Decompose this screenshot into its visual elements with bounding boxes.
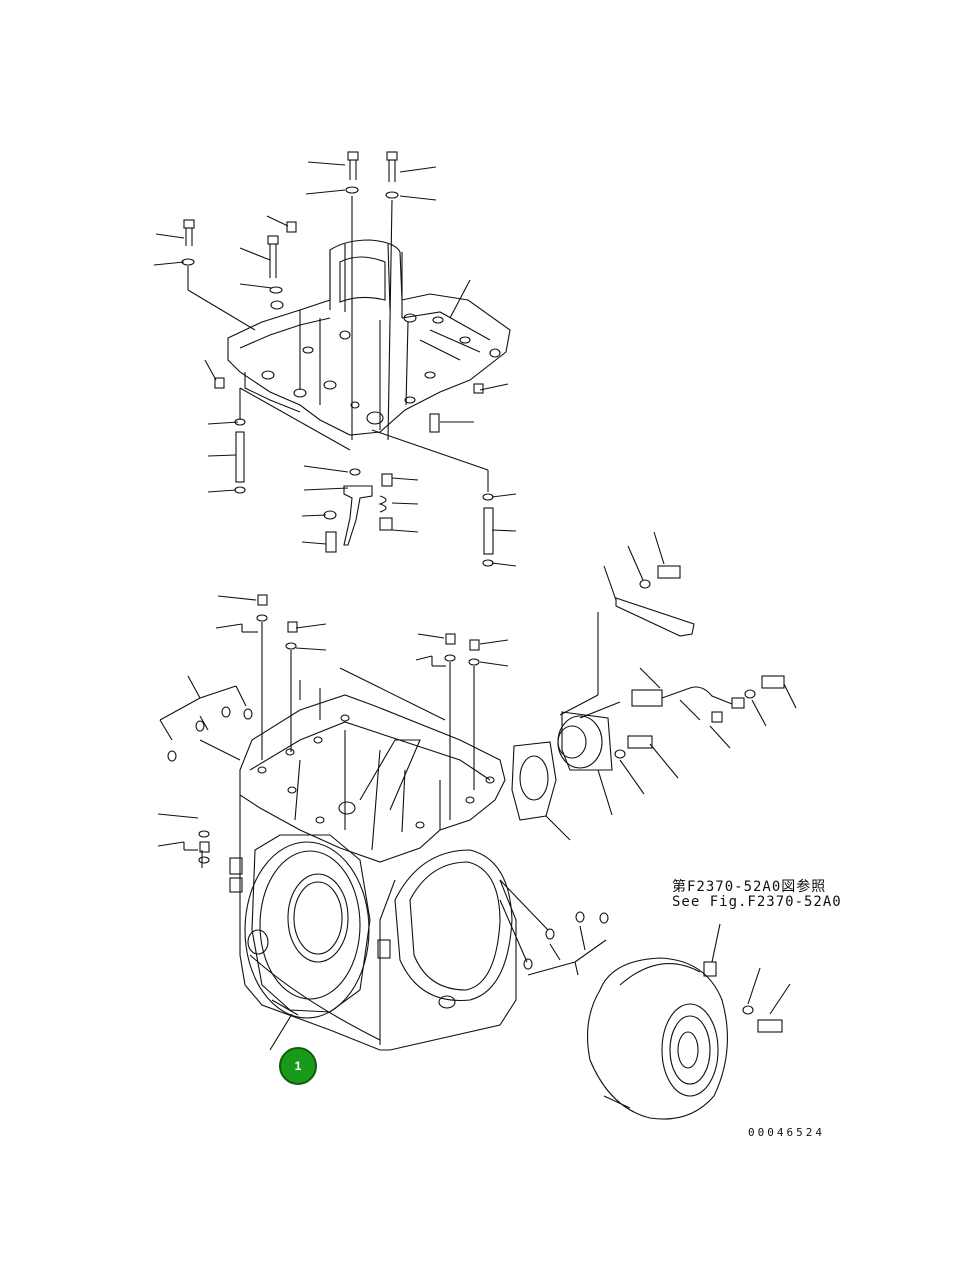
drawing-number: 00046524 — [748, 1126, 825, 1139]
torque-converter — [587, 923, 791, 1120]
reference-japanese: 第F2370-52A0図参照 — [672, 879, 827, 895]
upper-cover-assembly — [153, 151, 517, 567]
callout-label: 1 — [294, 1059, 302, 1073]
sensor-cover-assembly — [511, 531, 797, 841]
callout-marker-icon[interactable]: 1 — [279, 1047, 317, 1085]
transmission-case — [157, 594, 609, 1051]
reference-english: See Fig.F2370-52A0 — [672, 894, 842, 910]
